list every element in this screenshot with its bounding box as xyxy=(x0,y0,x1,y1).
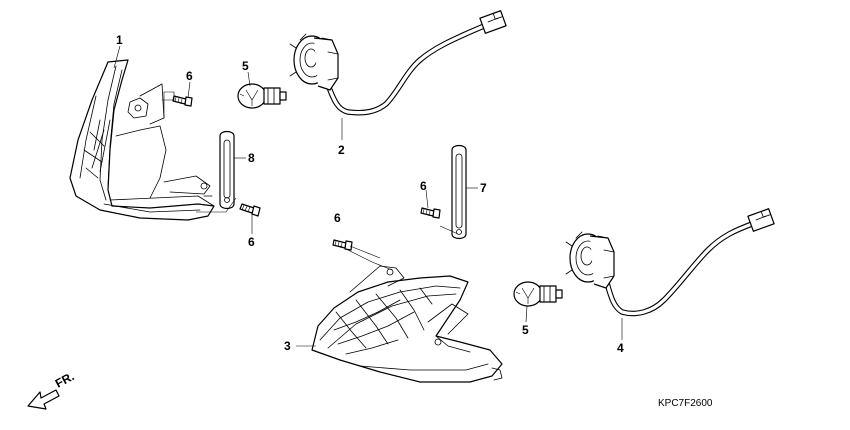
screw-middle-left xyxy=(332,239,353,251)
callout-2: 2 xyxy=(338,143,345,157)
front-direction-arrow: FR. xyxy=(27,369,77,410)
callout-6-upper-left: 6 xyxy=(186,69,193,83)
screw-upper-left xyxy=(172,95,193,107)
bracket-strip-8 xyxy=(219,130,235,210)
left-turn-signal-housing xyxy=(69,59,215,221)
callout-1: 1 xyxy=(116,33,123,47)
screw-middle-right xyxy=(420,207,441,219)
lower-socket-cord xyxy=(565,208,775,317)
callout-7: 7 xyxy=(480,181,487,195)
direction-label: FR. xyxy=(53,369,77,390)
callout-6-middle-left: 6 xyxy=(334,211,341,225)
leader-lines xyxy=(113,45,623,347)
bracket-strip-7 xyxy=(451,144,467,240)
right-turn-signal-housing xyxy=(311,265,503,383)
callout-8: 8 xyxy=(248,151,255,165)
callout-5-upper: 5 xyxy=(242,59,249,73)
screw-lower-left xyxy=(239,203,261,217)
upper-bulb xyxy=(237,83,287,109)
callout-6-middle-right: 6 xyxy=(420,179,427,193)
lower-bulb xyxy=(513,281,563,307)
upper-socket-cord xyxy=(289,10,507,116)
callout-6-lower-left: 6 xyxy=(248,235,255,249)
callout-3: 3 xyxy=(284,339,291,353)
callout-4: 4 xyxy=(617,341,624,355)
diagram-code: KPC7F2600 xyxy=(658,398,713,409)
callout-5-lower: 5 xyxy=(522,323,529,337)
